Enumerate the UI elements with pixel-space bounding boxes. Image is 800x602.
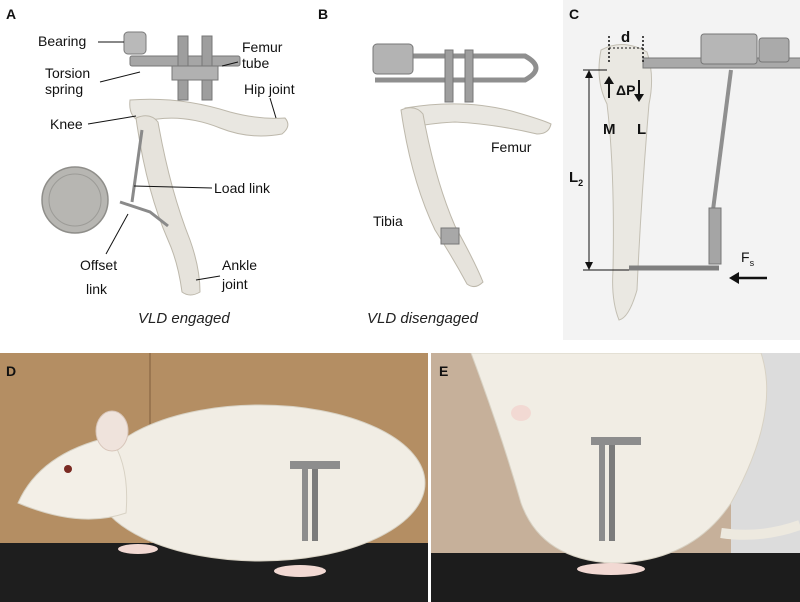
- label-femur-tube-line2: tube: [242, 55, 270, 71]
- label-m: M: [603, 121, 616, 138]
- label-torsion-spring-line1: Torsion: [45, 65, 91, 81]
- panel-d-rat-side-view: D: [0, 353, 428, 602]
- label-hip-joint: Hip joint: [244, 81, 295, 97]
- label-l2-subscript: 2: [578, 178, 584, 188]
- label-fs: Fs: [741, 249, 755, 269]
- panel-letter-a: A: [6, 6, 17, 22]
- panel-e-rat-close-up: E: [431, 353, 800, 602]
- label-femur-tube-line1: Femur: [242, 39, 283, 55]
- caption-vld-disengaged: VLD disengaged: [367, 310, 478, 327]
- label-knee: Knee: [50, 116, 83, 132]
- label-femur: Femur: [491, 139, 532, 155]
- label-torsion-spring-line2: spring: [45, 81, 84, 97]
- label-l2: L2: [569, 169, 584, 188]
- panel-e-image: [431, 353, 800, 602]
- panel-b-vld-disengaged: B Femur Tibia VLD disengaged: [315, 0, 555, 340]
- panel-b-image: [372, 43, 552, 288]
- label-load-link: Load link: [214, 180, 271, 196]
- panel-c-image: [583, 33, 800, 321]
- panel-d-image: [0, 353, 428, 602]
- label-fs-main: F: [741, 249, 750, 265]
- panel-letter-d: D: [6, 363, 17, 379]
- label-fs-subscript: s: [749, 258, 755, 268]
- panel-letter-c: C: [569, 6, 580, 22]
- label-d: d: [621, 29, 631, 46]
- label-ankle-joint-line1: Ankle: [222, 257, 258, 273]
- label-l: L: [637, 121, 647, 138]
- panel-a-image: [41, 31, 289, 296]
- label-offset-link-line1: Offset: [80, 257, 118, 273]
- caption-vld-engaged: VLD engaged: [138, 310, 230, 327]
- label-ankle-joint-line2: joint: [222, 276, 248, 292]
- label-bearing: Bearing: [38, 33, 87, 49]
- panel-a-vld-engaged: A Bearing Torsion spring Femur tube Hip …: [0, 0, 300, 340]
- label-tibia: Tibia: [373, 213, 403, 229]
- panel-c-knee-diagram: C d ΔP M L L2 Fs: [563, 0, 800, 340]
- label-offset-link-line2: link: [86, 281, 108, 297]
- panel-letter-e: E: [439, 363, 449, 379]
- label-l2-main: L: [569, 169, 579, 186]
- label-delta-p: ΔP: [616, 82, 636, 98]
- panel-letter-b: B: [318, 6, 329, 22]
